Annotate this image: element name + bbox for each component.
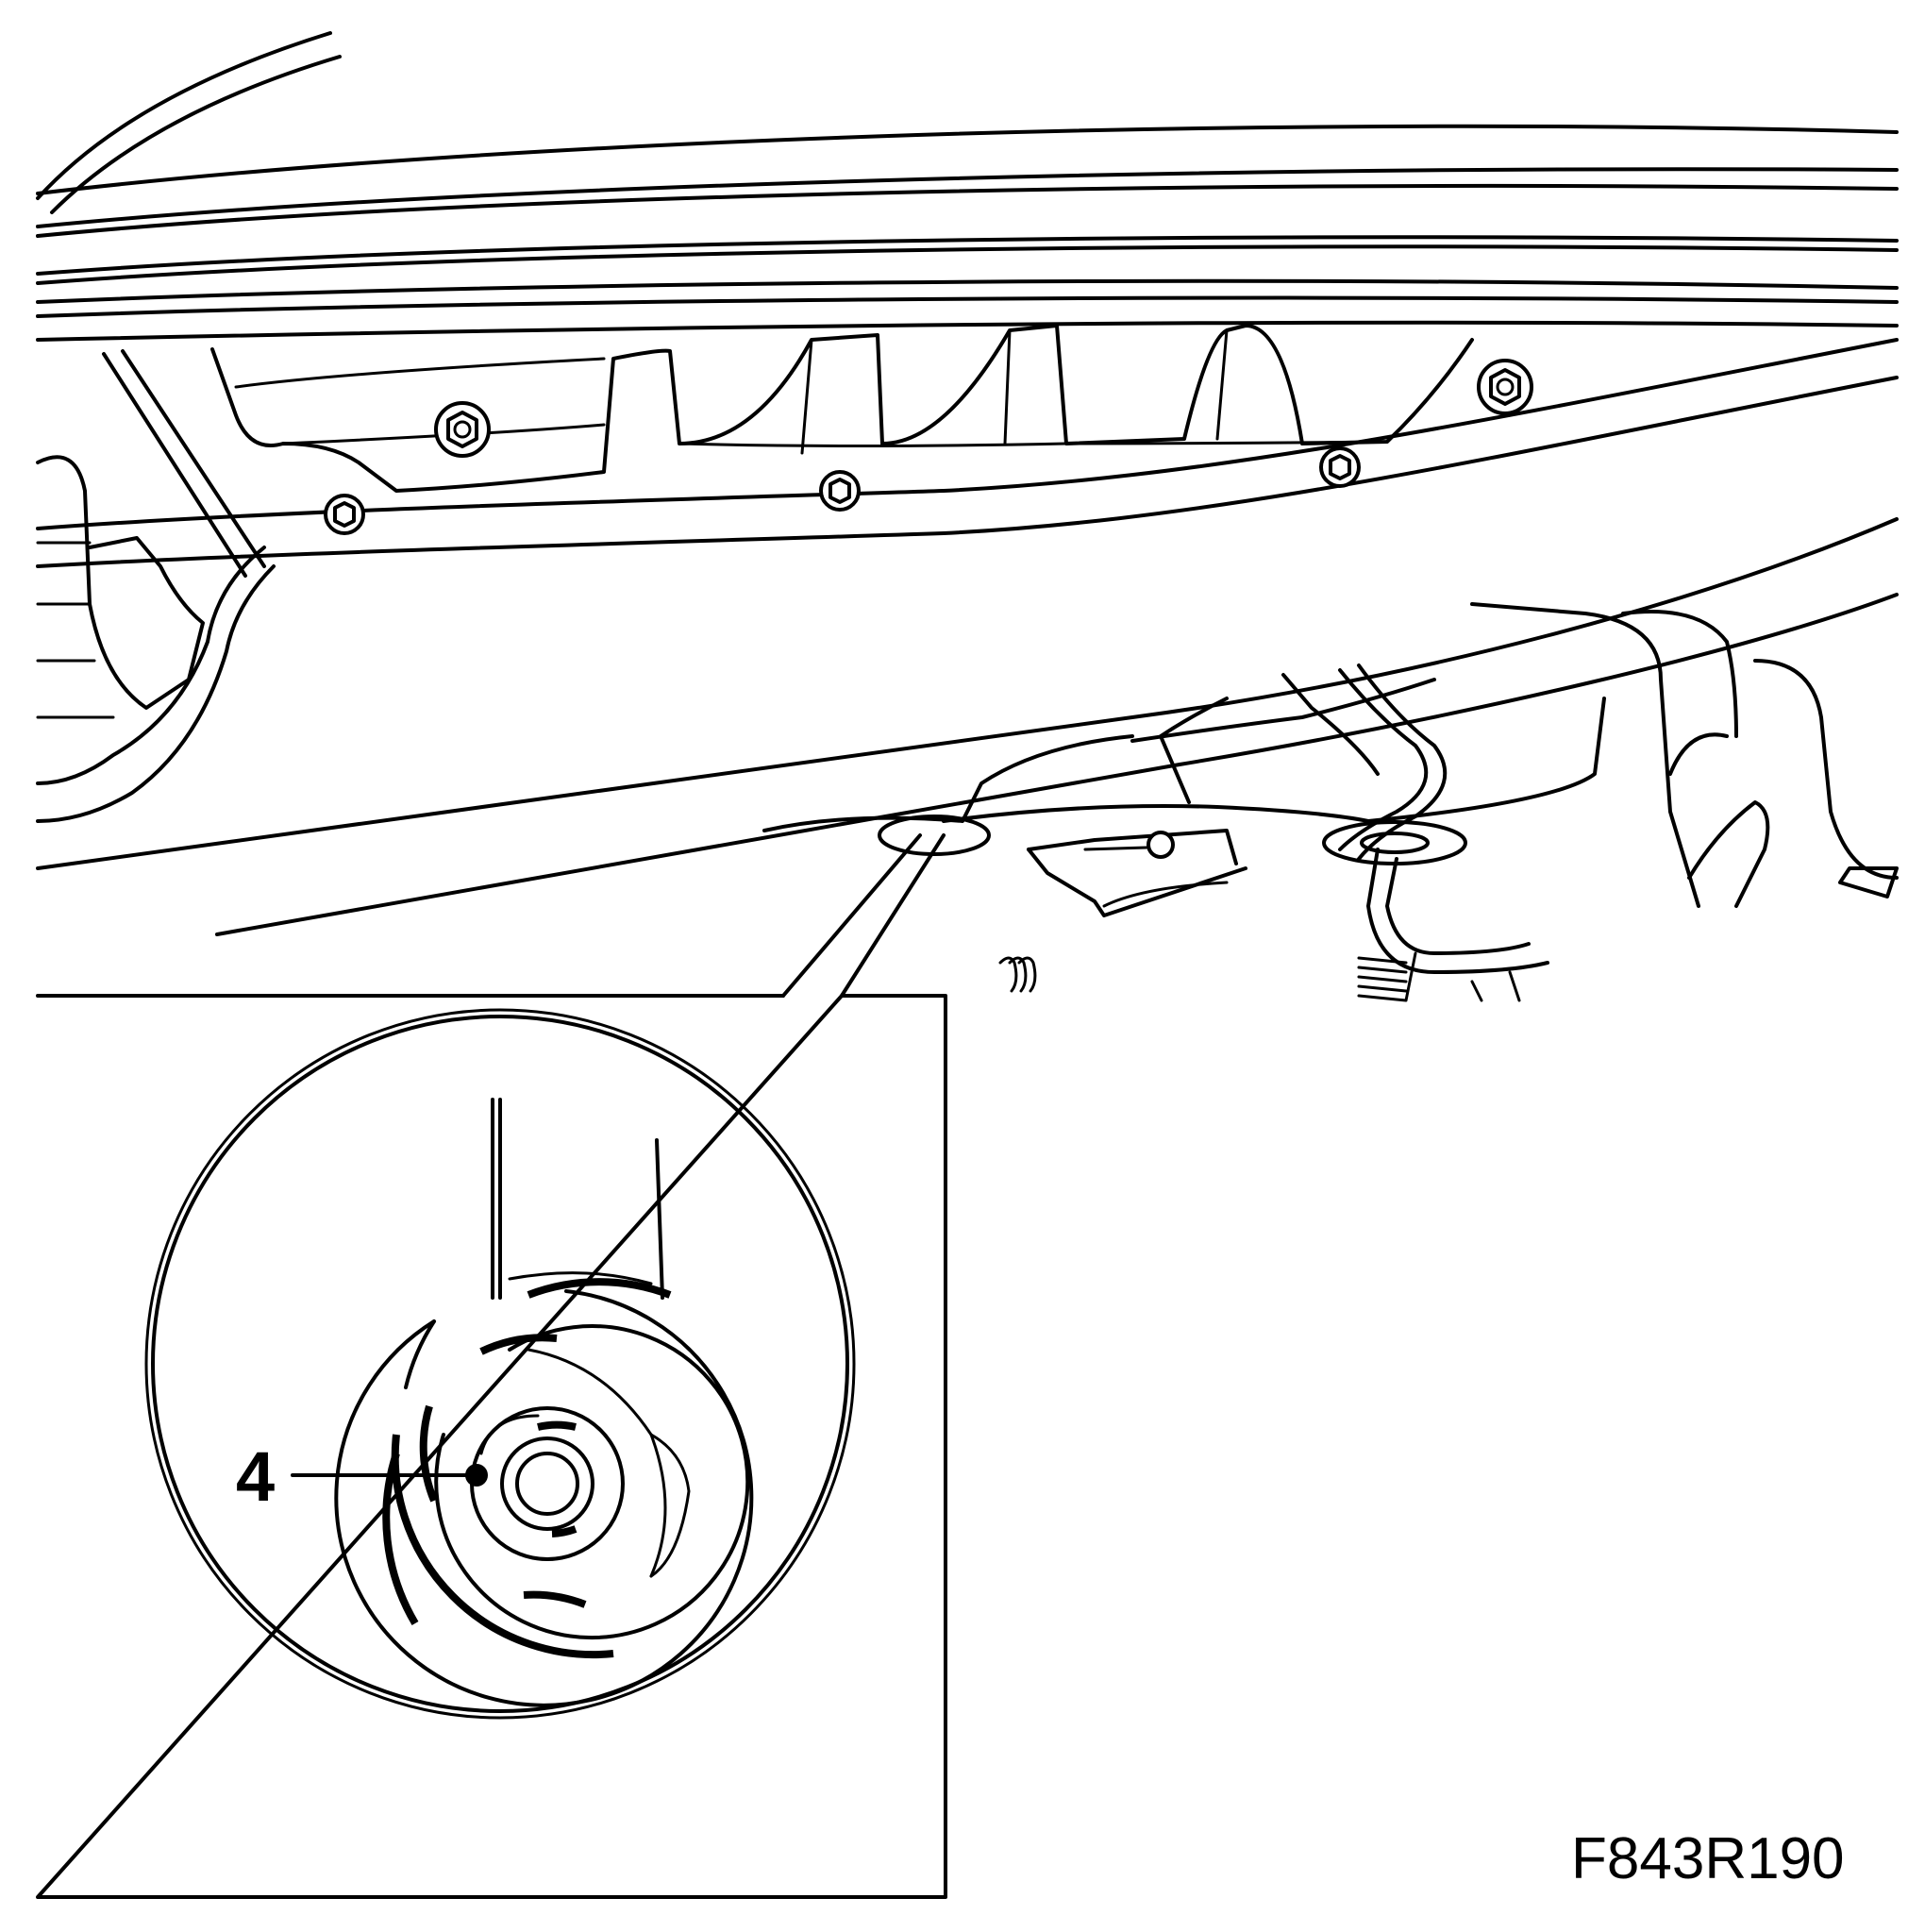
pan-bolt xyxy=(1477,359,1533,415)
drain-hole xyxy=(878,815,991,856)
mounting-bracket xyxy=(1027,829,1247,917)
cable-grommet xyxy=(1322,820,1467,865)
underbody-assembly xyxy=(36,31,1899,1002)
pan-bolt xyxy=(819,470,861,512)
spring-marker xyxy=(998,956,1037,993)
figure-reference: F843R190 xyxy=(1571,1826,1845,1891)
pan-bolt xyxy=(1319,446,1361,488)
pan-bolt xyxy=(434,401,491,458)
callout-number: 4 xyxy=(236,1437,275,1516)
drain-plug xyxy=(500,1436,594,1531)
spring-marker xyxy=(1357,951,1417,1002)
callout-4: 4 xyxy=(236,1437,488,1516)
pan-bolt xyxy=(324,494,365,535)
detail-inset: 4 xyxy=(36,833,947,1899)
grommet-inner-ring xyxy=(470,1406,625,1561)
grommet-middle-ring xyxy=(419,1324,750,1640)
